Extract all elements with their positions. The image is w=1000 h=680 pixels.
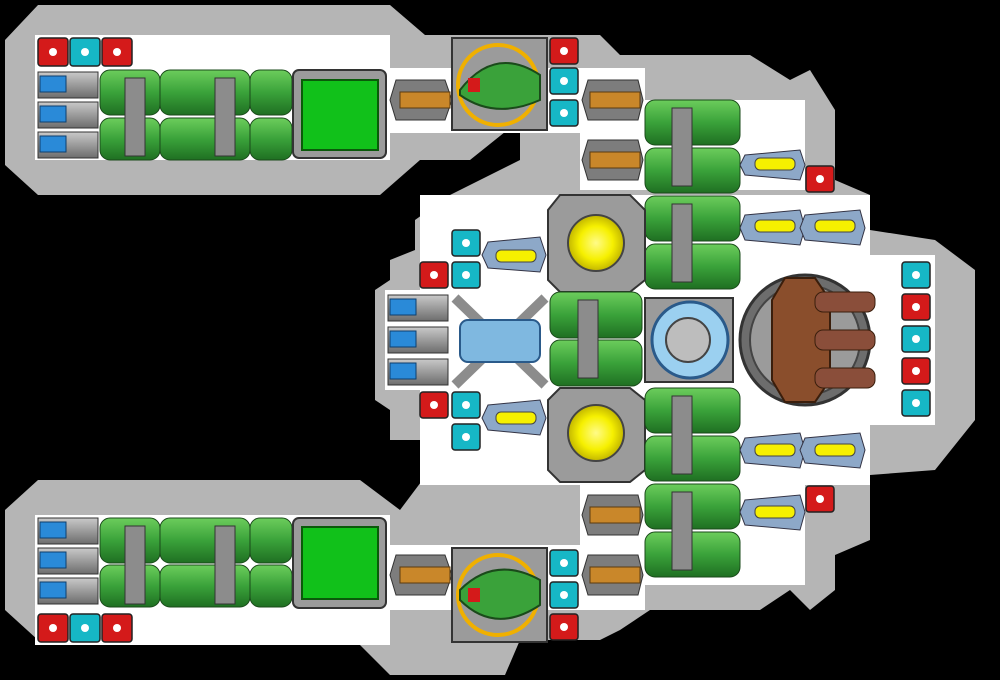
brass-cannon-icon[interactable] [581, 139, 644, 181]
battery-icon [387, 358, 449, 386]
missile-icon[interactable] [739, 432, 806, 469]
missile-icon[interactable] [739, 149, 806, 181]
fuel-tank-icon [644, 387, 741, 482]
battery-icon [37, 71, 99, 99]
fuel-tank-icon [99, 517, 161, 608]
cockpit-icon[interactable] [451, 547, 548, 643]
cyan-block-icon[interactable] [901, 325, 931, 353]
cyan-block-icon[interactable] [549, 549, 579, 577]
cyan-block-icon[interactable] [451, 391, 481, 419]
battery-icon [37, 517, 99, 545]
brass-cannon-icon[interactable] [581, 79, 644, 121]
red-block-icon[interactable] [901, 357, 931, 385]
battery-icon [37, 547, 99, 575]
cyan-block-icon[interactable] [549, 67, 579, 95]
lower-arm [37, 517, 579, 643]
battery-icon [37, 577, 99, 605]
missile-icon[interactable] [739, 494, 806, 531]
cyan-block-icon[interactable] [451, 229, 481, 257]
missile-icon[interactable] [481, 399, 547, 436]
upper-arm [37, 37, 866, 290]
fuel-tank-icon [159, 69, 251, 161]
reactor-core-icon[interactable] [547, 194, 646, 293]
core-module [387, 194, 931, 596]
dish-scanner-icon[interactable] [644, 297, 734, 383]
fuel-tank-icon [159, 517, 251, 608]
missile-icon[interactable] [799, 209, 866, 246]
fuel-tank-icon [249, 517, 293, 608]
fuel-tank-icon [644, 99, 741, 194]
red-block-icon[interactable] [419, 391, 449, 419]
red-block-icon[interactable] [101, 613, 133, 643]
brass-cannon-icon[interactable] [581, 494, 644, 536]
missile-icon[interactable] [481, 236, 547, 273]
red-block-icon[interactable] [37, 37, 69, 67]
cyan-block-icon[interactable] [451, 261, 481, 289]
cyan-block-icon[interactable] [69, 37, 101, 67]
brass-cannon-icon[interactable] [581, 554, 644, 596]
fuel-tank-icon [644, 483, 741, 578]
cyan-block-icon[interactable] [549, 99, 579, 127]
cyan-block-icon[interactable] [901, 261, 931, 289]
red-block-icon[interactable] [805, 485, 835, 513]
red-block-icon[interactable] [37, 613, 69, 643]
battery-icon [37, 101, 99, 129]
red-block-icon[interactable] [419, 261, 449, 289]
brass-cannon-icon[interactable] [389, 79, 453, 121]
reactor-core-icon[interactable] [547, 387, 646, 483]
main-turret-icon[interactable] [738, 273, 876, 407]
red-block-icon[interactable] [901, 293, 931, 321]
red-block-icon[interactable] [101, 37, 133, 67]
fuel-tank-icon [549, 291, 643, 387]
fuel-tank-icon [99, 69, 161, 161]
cyan-block-icon[interactable] [549, 581, 579, 609]
missile-icon[interactable] [799, 432, 866, 469]
battery-icon [387, 294, 449, 322]
green-hatch-icon[interactable] [292, 69, 387, 159]
green-hatch-icon[interactable] [292, 517, 387, 609]
missile-icon[interactable] [739, 209, 806, 246]
battery-icon [387, 326, 449, 354]
red-block-icon[interactable] [549, 37, 579, 65]
cyan-block-icon[interactable] [901, 389, 931, 417]
ion-engine-icon[interactable] [451, 294, 549, 389]
brass-cannon-icon[interactable] [389, 554, 453, 596]
fuel-tank-icon [644, 195, 741, 290]
red-block-icon[interactable] [805, 165, 835, 193]
cyan-block-icon[interactable] [451, 423, 481, 451]
battery-icon [37, 131, 99, 159]
red-block-icon[interactable] [549, 613, 579, 641]
fuel-tank-icon [249, 69, 293, 161]
cockpit-icon[interactable] [451, 37, 548, 131]
cyan-block-icon[interactable] [69, 613, 101, 643]
